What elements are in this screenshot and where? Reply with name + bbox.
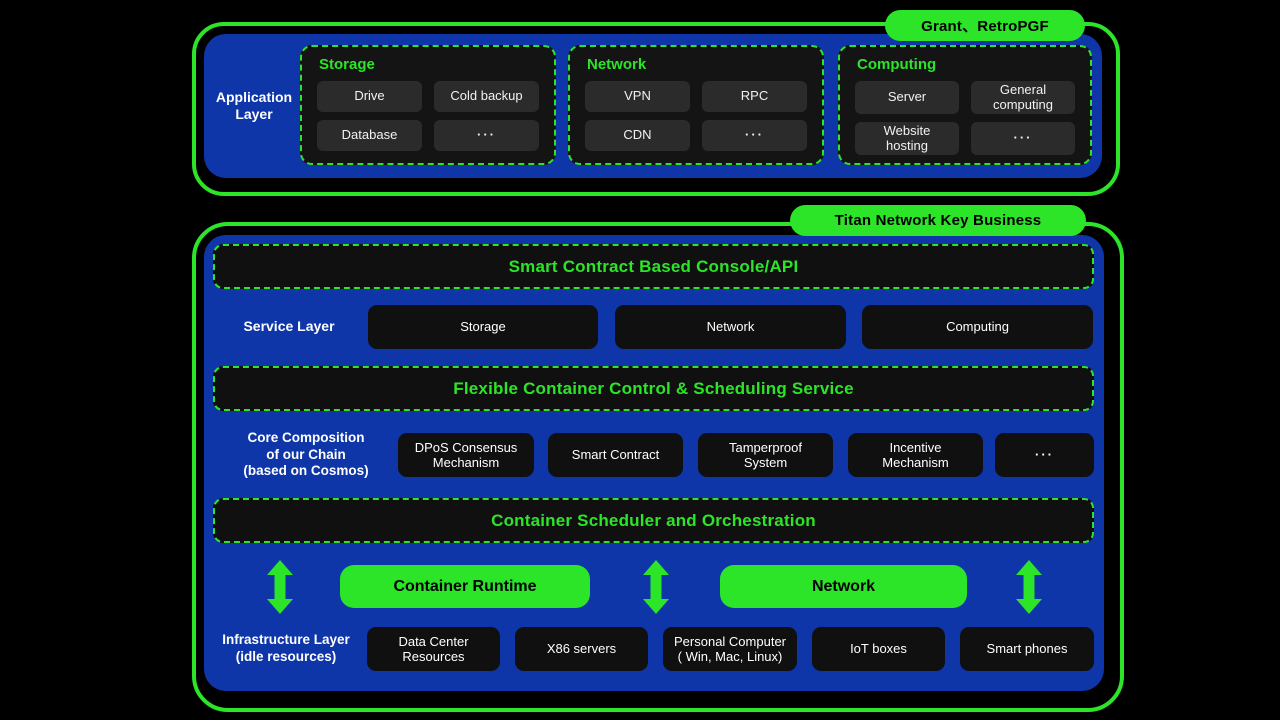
- smart-contract-button: Smart Contract: [548, 433, 683, 477]
- chip-cold-backup: Cold backup: [434, 81, 539, 112]
- data-center-button: Data Center Resources: [367, 627, 500, 671]
- chip-storage-more: ···: [434, 120, 539, 151]
- core-composition-label: Core Composition of our Chain (based on …: [243, 429, 369, 479]
- console-api-bar: Smart Contract Based Console/API: [213, 244, 1094, 289]
- computing-group-title: Computing: [857, 56, 937, 73]
- network-group-title: Network: [587, 56, 647, 73]
- personal-computer-button: Personal Computer ( Win, Mac, Linux): [663, 627, 797, 671]
- chip-rpc: RPC: [702, 81, 807, 112]
- double-arrow-icon: [1016, 560, 1042, 619]
- chip-general-computing: General computing: [971, 81, 1075, 115]
- iot-boxes-button: IoT boxes: [812, 627, 945, 671]
- service-computing-button: Computing: [862, 305, 1093, 349]
- double-arrow-icon: [267, 560, 293, 619]
- titan-network-badge: Titan Network Key Business: [790, 205, 1086, 236]
- chip-drive: Drive: [317, 81, 422, 112]
- chip-cdn: CDN: [585, 120, 690, 151]
- service-network-button: Network: [615, 305, 846, 349]
- computing-group: Computing Server General computing Websi…: [838, 45, 1092, 165]
- chip-website-hosting: Website hosting: [855, 122, 959, 156]
- scheduling-service-bar: Flexible Container Control & Scheduling …: [213, 366, 1094, 411]
- storage-group: Storage Drive Cold backup Database ···: [300, 45, 556, 165]
- chip-database: Database: [317, 120, 422, 151]
- network-group: Network VPN RPC CDN ···: [568, 45, 824, 165]
- application-layer-label: Application Layer: [215, 88, 293, 123]
- service-layer-label: Service Layer: [243, 318, 335, 335]
- service-storage-button: Storage: [368, 305, 598, 349]
- titan-network-panel: Smart Contract Based Console/API Service…: [204, 235, 1104, 691]
- tamperproof-system-button: Tamperproof System: [698, 433, 833, 477]
- dpos-consensus-button: DPoS Consensus Mechanism: [398, 433, 534, 477]
- chip-computing-more: ···: [971, 122, 1075, 156]
- network-group-grid: VPN RPC CDN ···: [585, 81, 807, 151]
- chip-network-more: ···: [702, 120, 807, 151]
- computing-group-grid: Server General computing Website hosting…: [855, 81, 1075, 156]
- network-pill: Network: [720, 565, 967, 608]
- application-layer-panel: Application Layer Storage Drive Cold bac…: [204, 34, 1102, 178]
- smart-phones-button: Smart phones: [960, 627, 1094, 671]
- container-runtime-pill: Container Runtime: [340, 565, 590, 608]
- infrastructure-layer-label: Infrastructure Layer (idle resources): [222, 632, 350, 664]
- chip-vpn: VPN: [585, 81, 690, 112]
- x86-servers-button: X86 servers: [515, 627, 648, 671]
- chip-server: Server: [855, 81, 959, 115]
- grant-retropgf-badge: Grant、RetroPGF: [885, 10, 1085, 41]
- storage-group-title: Storage: [319, 56, 375, 73]
- orchestration-bar: Container Scheduler and Orchestration: [213, 498, 1094, 543]
- incentive-mechanism-button: Incentive Mechanism: [848, 433, 983, 477]
- core-more-button: ···: [995, 433, 1094, 477]
- double-arrow-icon: [643, 560, 669, 619]
- storage-group-grid: Drive Cold backup Database ···: [317, 81, 539, 151]
